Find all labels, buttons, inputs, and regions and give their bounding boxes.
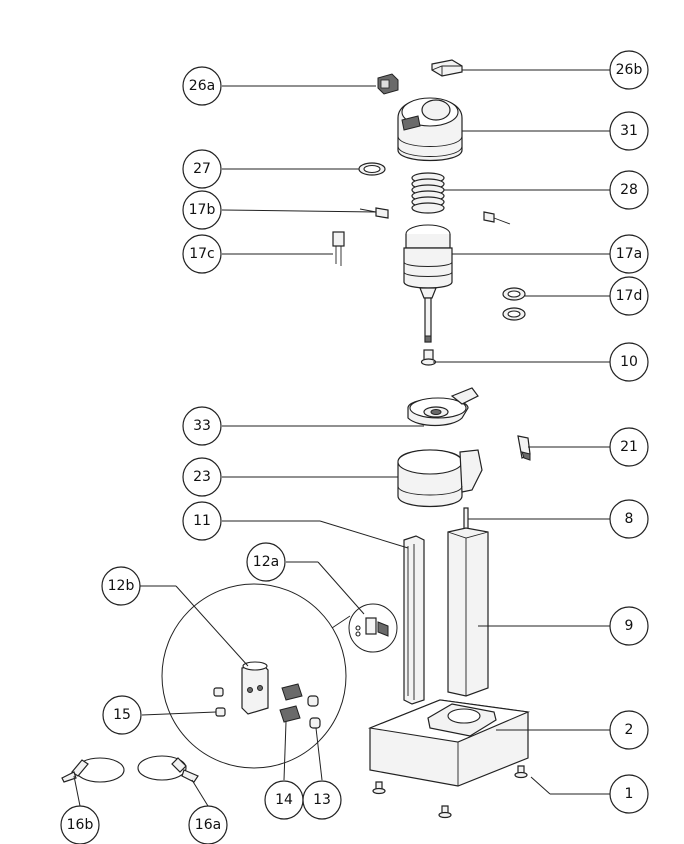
svg-text:33: 33	[193, 418, 211, 434]
part-23-cup	[397, 449, 483, 508]
callout-21: 21	[609, 427, 649, 467]
part-17d-rings	[502, 287, 526, 321]
part-11-rail	[403, 535, 425, 705]
part-27-washer	[358, 162, 386, 176]
callout-17c: 17c	[182, 234, 222, 274]
part-33-bowl-lid	[407, 387, 479, 427]
callout-17b: 17b	[182, 190, 222, 230]
svg-text:17d: 17d	[616, 288, 643, 304]
callout-15: 15	[102, 695, 142, 735]
callout-26b: 26b	[609, 50, 649, 90]
svg-text:14: 14	[275, 792, 293, 808]
svg-text:23: 23	[193, 469, 211, 485]
part-16a-clamp	[137, 755, 199, 783]
svg-text:11: 11	[193, 513, 211, 529]
callout-26a: 26a	[182, 66, 222, 106]
svg-text:12a: 12a	[253, 554, 279, 570]
svg-text:12b: 12b	[108, 578, 135, 594]
svg-text:15: 15	[113, 707, 131, 723]
callout-23: 23	[182, 457, 222, 497]
svg-text:17a: 17a	[616, 246, 642, 262]
svg-text:17b: 17b	[189, 202, 216, 218]
svg-text:31: 31	[620, 123, 638, 139]
callout-27: 27	[182, 149, 222, 189]
callout-16a: 16a	[188, 805, 228, 844]
svg-text:17c: 17c	[189, 246, 215, 262]
callout-1: 1	[609, 774, 649, 814]
callout-28: 28	[609, 170, 649, 210]
svg-text:26a: 26a	[189, 78, 215, 94]
part-21-clip	[517, 435, 531, 461]
svg-text:13: 13	[313, 792, 331, 808]
svg-text:10: 10	[620, 354, 638, 370]
part-17a-motor	[403, 224, 453, 343]
part-9-column-housing	[447, 527, 489, 697]
svg-text:9: 9	[625, 618, 634, 634]
part-2-base	[367, 699, 531, 787]
callout-33: 33	[182, 406, 222, 446]
svg-text:8: 8	[625, 511, 634, 527]
part-12a-detail	[348, 603, 398, 653]
callout-17a: 17a	[609, 234, 649, 274]
callout-31: 31	[609, 111, 649, 151]
svg-text:27: 27	[193, 161, 211, 177]
svg-text:28: 28	[620, 182, 638, 198]
svg-text:2: 2	[625, 722, 634, 738]
callout-13: 13	[302, 780, 342, 820]
part-28-spring	[411, 172, 445, 214]
svg-text:16a: 16a	[195, 817, 221, 833]
part-16b-clamp	[61, 757, 125, 783]
callout-12a: 12a	[246, 542, 286, 582]
svg-text:1: 1	[625, 786, 634, 802]
callout-12b: 12b	[101, 566, 141, 606]
callout-9: 9	[609, 606, 649, 646]
detail-circle	[161, 583, 351, 769]
callout-16b: 16b	[60, 805, 100, 844]
leader-lines	[73, 69, 610, 807]
callout-8: 8	[609, 499, 649, 539]
callout-2: 2	[609, 710, 649, 750]
part-26b-switch-cap	[431, 59, 463, 77]
svg-text:16b: 16b	[67, 817, 94, 833]
svg-text:21: 21	[620, 439, 638, 455]
svg-text:26b: 26b	[616, 62, 643, 78]
callout-10: 10	[609, 342, 649, 382]
callout-11: 11	[182, 501, 222, 541]
callout-17d: 17d	[609, 276, 649, 316]
callout-14: 14	[264, 780, 304, 820]
part-31-motor-cover	[397, 97, 463, 162]
part-10-blade	[420, 349, 437, 366]
part-17c-capacitor	[332, 231, 345, 266]
part-1-feet	[372, 765, 528, 819]
part-26a-rocker-switch	[377, 73, 399, 95]
